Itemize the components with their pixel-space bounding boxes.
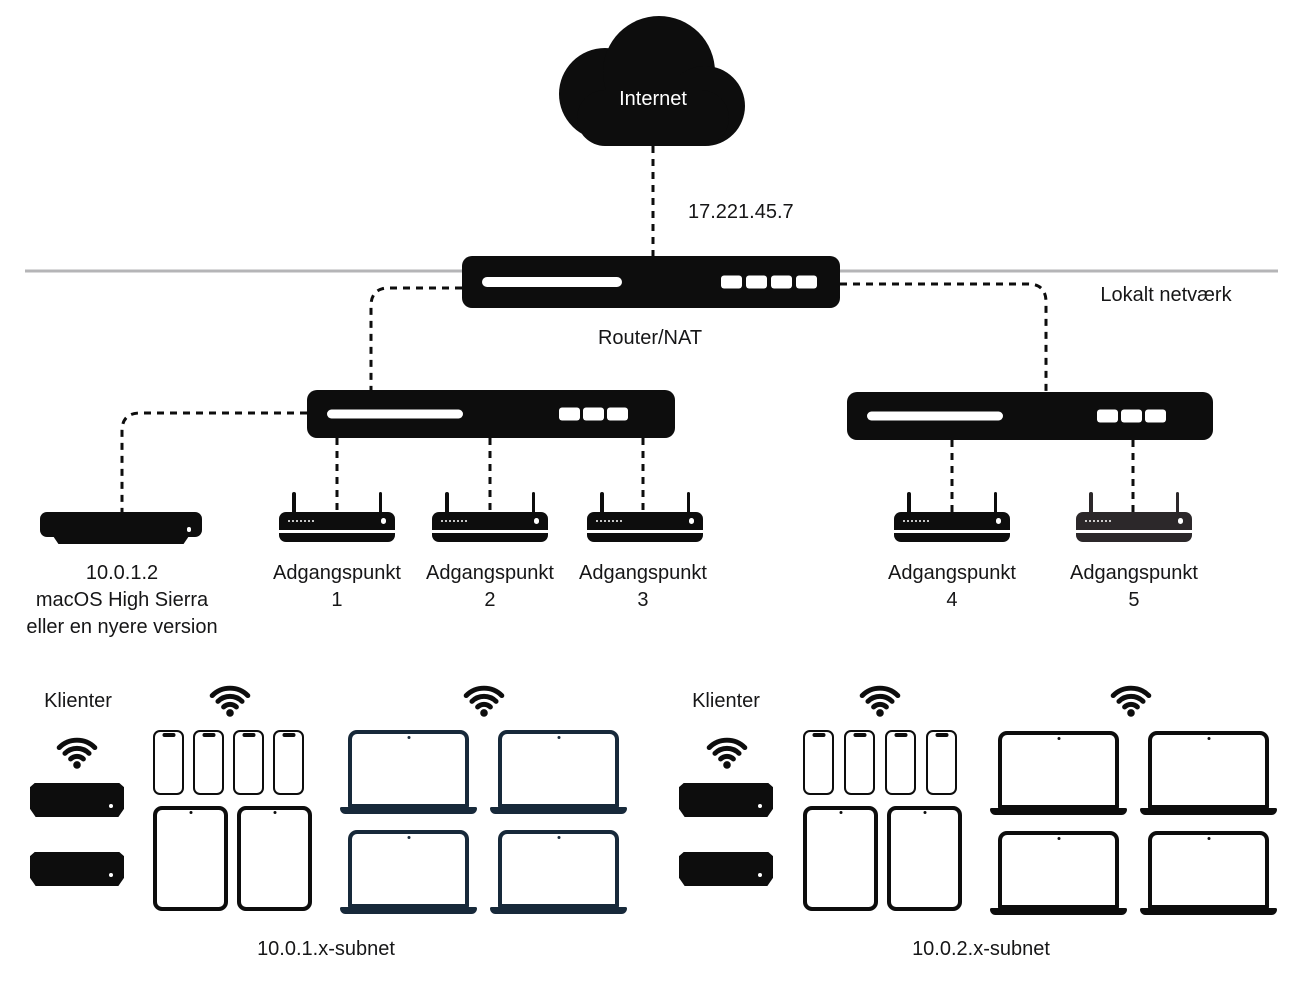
access-point-icon bbox=[279, 492, 395, 542]
ap3-caption: Adgangspunkt 3 bbox=[579, 562, 707, 611]
iphone-icon bbox=[844, 730, 875, 795]
wifi-icon bbox=[203, 679, 257, 719]
mac-mini-icon bbox=[679, 783, 773, 817]
wifi-icon bbox=[700, 731, 754, 771]
macbook-icon bbox=[490, 730, 627, 814]
ap2-caption: Adgangspunkt 2 bbox=[426, 562, 554, 611]
switch-vent-bar bbox=[327, 409, 463, 419]
switch-vent-bar bbox=[867, 411, 1003, 421]
ipad-icon bbox=[887, 806, 962, 911]
ipad-icon bbox=[237, 806, 312, 911]
internet-cloud: Internet bbox=[555, 12, 751, 148]
access-point-icon bbox=[587, 492, 703, 542]
server-icon bbox=[40, 512, 202, 544]
access-point-icon bbox=[894, 492, 1010, 542]
mac-mini-icon bbox=[30, 783, 124, 817]
ap5-caption: Adgangspunkt 5 bbox=[1070, 562, 1198, 611]
ipad-icon bbox=[803, 806, 878, 911]
wifi-icon bbox=[853, 679, 907, 719]
wifi-icon bbox=[457, 679, 511, 719]
macbook-icon bbox=[340, 830, 477, 914]
link-switch-server bbox=[120, 411, 307, 512]
clients-right-label: Klienter bbox=[692, 690, 760, 712]
switch-ports bbox=[559, 407, 628, 421]
subnet-right-label: 10.0.2.x-subnet bbox=[912, 938, 1050, 960]
server-os: macOS High Sierra bbox=[35, 589, 209, 611]
mac-mini-icon bbox=[679, 852, 773, 886]
router-label: Router/NAT bbox=[597, 327, 703, 349]
clients-left-label: Klienter bbox=[44, 690, 112, 712]
server-os-note: eller en nyere version bbox=[26, 616, 218, 638]
macbook-icon bbox=[340, 730, 477, 814]
switch-left-icon bbox=[307, 390, 675, 438]
server-ip: 10.0.1.2 bbox=[85, 562, 159, 584]
macbook-icon bbox=[1140, 731, 1277, 815]
macbook-icon bbox=[990, 731, 1127, 815]
wifi-icon bbox=[50, 731, 104, 771]
iphone-icon bbox=[273, 730, 304, 795]
router-icon bbox=[462, 256, 840, 308]
macbook-icon bbox=[990, 831, 1127, 915]
internet-label: Internet bbox=[619, 88, 687, 110]
iphone-icon bbox=[803, 730, 834, 795]
iphone-icon bbox=[885, 730, 916, 795]
iphone-icon bbox=[926, 730, 957, 795]
server-stand bbox=[53, 536, 189, 544]
local-network-label: Lokalt netværk bbox=[1100, 284, 1232, 306]
ipad-icon bbox=[153, 806, 228, 911]
switch-ports bbox=[1097, 409, 1166, 423]
wan-ip-label: 17.221.45.7 bbox=[688, 201, 794, 223]
iphone-icon bbox=[233, 730, 264, 795]
wifi-icon bbox=[1104, 679, 1158, 719]
switch-right-icon bbox=[847, 392, 1213, 440]
server-body bbox=[40, 512, 202, 537]
iphone-icon bbox=[153, 730, 184, 795]
power-led-icon bbox=[186, 527, 191, 532]
macbook-icon bbox=[490, 830, 627, 914]
access-point-icon bbox=[1076, 492, 1192, 542]
ap1-caption: Adgangspunkt 1 bbox=[273, 562, 401, 611]
ap4-caption: Adgangspunkt 4 bbox=[888, 562, 1016, 611]
mac-mini-icon bbox=[30, 852, 124, 886]
link-router-switch-right bbox=[840, 282, 1048, 392]
router-vent-bar bbox=[482, 277, 622, 287]
iphone-icon bbox=[193, 730, 224, 795]
access-point-icon bbox=[432, 492, 548, 542]
subnet-left-label: 10.0.1.x-subnet bbox=[257, 938, 395, 960]
server-caption: 10.0.1.2 macOS High Sierra eller en nyer… bbox=[26, 560, 217, 641]
link-router-switch-left bbox=[369, 286, 462, 390]
router-ports bbox=[721, 275, 817, 289]
macbook-icon bbox=[1140, 831, 1277, 915]
cloud-icon bbox=[559, 16, 745, 146]
